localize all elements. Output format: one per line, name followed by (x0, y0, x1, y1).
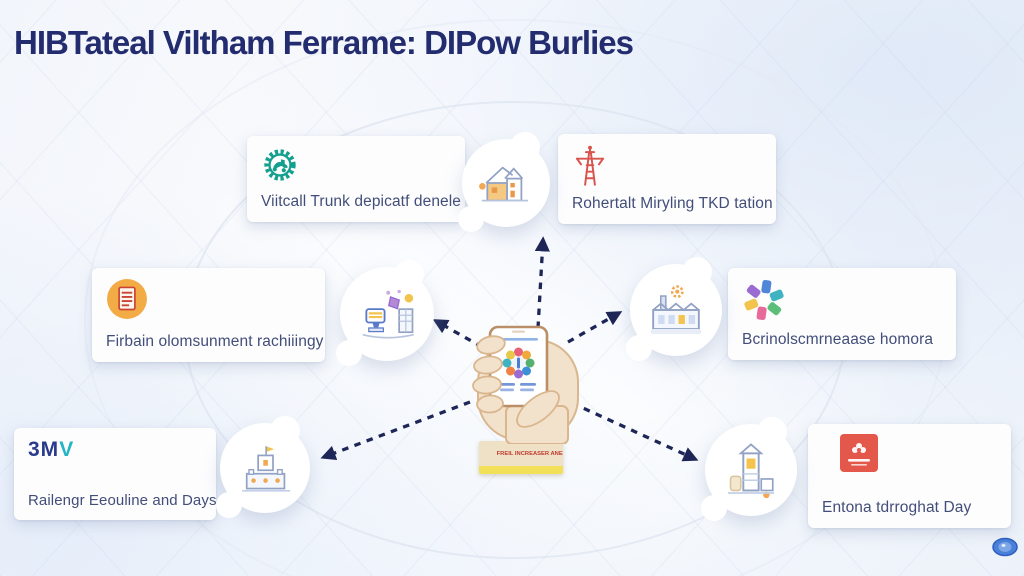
red-transmission-tower-icon (575, 145, 605, 186)
card-mid-right: Bcrinolscmrneaase homora (728, 268, 956, 360)
card-mid-left: Firbain olomsunment rachiiingy (92, 268, 325, 362)
hand-holding-phone-illustration (472, 325, 579, 444)
colorful-screen-cluster (502, 347, 535, 379)
logo-3m-text: 3M (28, 438, 60, 461)
card-label: Firbain olomsunment rachiiingy (106, 333, 324, 350)
teal-gear-machine-icon (264, 149, 296, 181)
tower-illustration-icon (727, 443, 775, 499)
colorful-pinwheel-icon (744, 279, 784, 321)
pedestal-yellow-strip (479, 466, 563, 474)
house-illustration-icon (479, 166, 528, 202)
card-top-right: Rohertalt Miryling TKD tation (558, 134, 776, 224)
card-bottom-left: 3MV Railengr Eeouline and Days (14, 428, 216, 520)
card-label: Bcrinolscmrneaase homora (742, 331, 934, 348)
research-lab-illustration-icon (362, 289, 414, 339)
badge-tower (701, 417, 797, 521)
card-top-left: Viitcall Trunk depicatf denele (247, 136, 465, 222)
pedestal: FREIL INCREASER ANETHING (479, 441, 563, 474)
badge-house (458, 132, 550, 232)
card-label: Railengr Eeouline and Days (28, 492, 217, 509)
card-bottom-right: Entona tdrroghat Day (808, 424, 1011, 528)
pedestal-text: FREIL INCREASER ANETHING (496, 450, 563, 457)
factory-illustration-icon (650, 285, 702, 335)
card-label: Viitcall Trunk depicatf denele (261, 193, 462, 210)
castle-illustration-icon (242, 446, 291, 492)
red-square-emblem-logo (840, 434, 878, 472)
badge-factory (626, 257, 722, 361)
threemv-logo: 3MV (28, 438, 204, 462)
orange-document-badge-icon (107, 279, 147, 319)
logo-v-text: V (59, 438, 75, 461)
page-title: HIBTateal Viltham Ferrame: DIPow Burlies (14, 24, 634, 61)
card-label: Entona tdrroghat Day (822, 499, 972, 516)
badge-castle (216, 416, 310, 518)
corner-logo-icon (992, 537, 1018, 557)
card-label: Rohertalt Miryling TKD tation (572, 195, 773, 212)
